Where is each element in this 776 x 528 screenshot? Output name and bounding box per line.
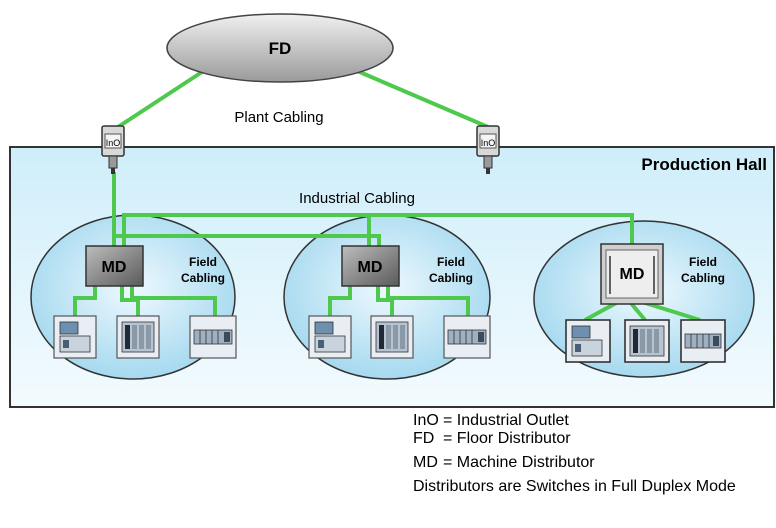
legend-desc: = Floor Distributor [443, 430, 571, 447]
field-cabling-lines [73, 283, 701, 322]
legend-abbr: MD [413, 454, 438, 471]
field-cabling-label-3: Field Cabling [681, 255, 725, 285]
rack-device-icon [116, 315, 160, 359]
svg-text:Cabling: Cabling [681, 271, 725, 285]
legend-row: MD = Machine Distributor [413, 454, 773, 472]
svg-text:Cabling: Cabling [429, 271, 473, 285]
fd-label: FD [269, 39, 292, 58]
legend-row: InO = Industrial Outlet [413, 412, 773, 430]
svg-text:Field: Field [689, 255, 717, 269]
floor-distributor: FD [166, 13, 394, 83]
network-diagram: Production Hall Plant Cabling Industrial… [9, 13, 775, 408]
field-cabling-label-1: Field Cabling [181, 255, 225, 285]
legend-desc: = Machine Distributor [443, 454, 595, 471]
svg-text:Cabling: Cabling [181, 271, 225, 285]
legend-row: FD = Floor Distributor [413, 430, 773, 448]
svg-text:Field: Field [189, 255, 217, 269]
legend-abbr: InO [413, 412, 439, 429]
machine-distributor-3: MD [600, 243, 664, 305]
io-module-icon [189, 315, 237, 359]
legend-desc: = Industrial Outlet [443, 412, 569, 429]
svg-text:Field: Field [437, 255, 465, 269]
rack-device-icon [624, 319, 670, 363]
outlet-label-2: InO [481, 138, 496, 148]
legend-note: Distributors are Switches in Full Duplex… [413, 478, 736, 495]
machine-distributor-2: MD [341, 245, 400, 287]
legend: InO = Industrial Outlet FD = Floor Distr… [413, 412, 773, 496]
rack-device-icon [370, 315, 414, 359]
machine-distributor-1: MD [85, 245, 144, 287]
production-hall-label: Production Hall [641, 155, 767, 174]
md-label-1: MD [102, 259, 127, 276]
outlet-label-1: InO [106, 138, 121, 148]
legend-abbr: FD [413, 430, 435, 447]
plc-device-icon [53, 315, 97, 359]
io-module-icon [443, 315, 491, 359]
md-label-3: MD [620, 266, 645, 283]
plant-cabling-lines [116, 68, 489, 129]
plc-device-icon [565, 319, 611, 363]
industrial-outlet-1: InO [101, 125, 125, 174]
md-label-2: MD [358, 259, 383, 276]
industrial-cabling-label: Industrial Cabling [299, 190, 415, 207]
plc-device-icon [308, 315, 352, 359]
io-module-icon [680, 319, 726, 363]
industrial-cabling-lines [112, 172, 634, 248]
industrial-outlet-2: InO [476, 125, 500, 174]
field-cabling-label-2: Field Cabling [429, 255, 473, 285]
plant-cabling-label: Plant Cabling [234, 109, 323, 126]
